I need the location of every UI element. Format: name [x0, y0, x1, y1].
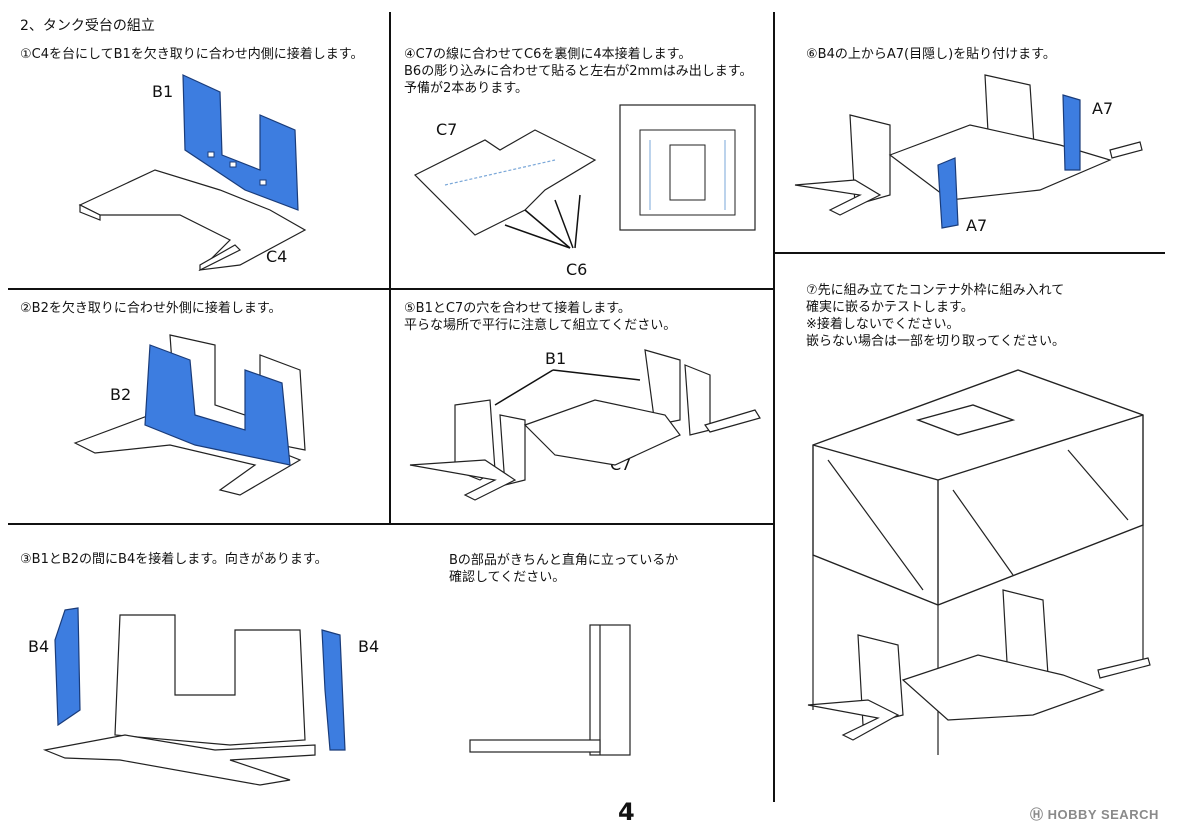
divider-h1: [8, 288, 774, 290]
step5-line1: ⑤B1とC7の穴を合わせて接着します。: [404, 301, 631, 316]
label-b2: B2: [110, 385, 132, 404]
step7-line4: 嵌らない場合は一部を切り取ってください。: [806, 334, 1065, 349]
label-b4-left: B4: [28, 637, 50, 656]
section-title: 2、タンク受台の組立: [20, 18, 155, 34]
label-c4: C4: [266, 247, 288, 266]
step3-illustration: [42, 607, 346, 786]
step3-note-line2: 確認してください。: [449, 570, 566, 585]
step3-note-line1: Bの部品がきちんと直角に立っているか: [449, 553, 679, 568]
step6-illustration: [794, 74, 1143, 229]
page-number: 4: [618, 798, 635, 826]
step4-line1: ④C7の線に合わせてC6を裏側に4本接着します。: [404, 47, 692, 62]
step1-illustration: [78, 74, 307, 271]
watermark-logo-icon: Ⓗ: [1030, 807, 1044, 822]
step7-line3: ※接着しないでください。: [806, 317, 960, 332]
step5-line2: 平らな場所で平行に注意して組立てください。: [404, 318, 677, 333]
divider-v1: [389, 12, 391, 524]
step6-text: ⑥B4の上からA7(目隠し)を貼り付けます。: [806, 47, 1056, 62]
step4-line2: B6の彫り込みに合わせて貼ると左右が2mmはみ出します。: [404, 64, 753, 79]
step4-illustration: [413, 104, 756, 249]
label-b1: B1: [152, 82, 174, 101]
label-b4-right: B4: [358, 637, 380, 656]
step3-text: ③B1とB2の間にB4を接着します。向きがあります。: [20, 552, 328, 567]
step2-text: ②B2を欠き取りに合わせ外側に接着します。: [20, 301, 282, 316]
step2-illustration: [73, 334, 306, 496]
label-b1-step5: B1: [545, 349, 567, 368]
step5-illustration: [409, 349, 761, 501]
step7-illustration: [807, 369, 1151, 755]
watermark: Ⓗ HOBBY SEARCH: [1030, 804, 1159, 823]
step1-text: ①C4を台にしてB1を欠き取りに合わせ内側に接着します。: [20, 47, 364, 62]
watermark-text: HOBBY SEARCH: [1047, 807, 1159, 822]
step7-line2: 確実に嵌るかテストします。: [806, 300, 974, 315]
step4-line3: 予備が2本あります。: [404, 81, 528, 96]
label-c6: C6: [566, 260, 588, 279]
right-angle-illustration: [469, 624, 631, 756]
divider-h3: [775, 252, 1165, 254]
step7-line1: ⑦先に組み立てたコンテナ外枠に組み入れて: [806, 283, 1065, 298]
label-c7: C7: [436, 120, 458, 139]
label-a7-top: A7: [1092, 99, 1114, 118]
divider-v2: [773, 12, 775, 802]
divider-h2: [8, 523, 774, 525]
label-a7-bottom: A7: [966, 216, 988, 235]
